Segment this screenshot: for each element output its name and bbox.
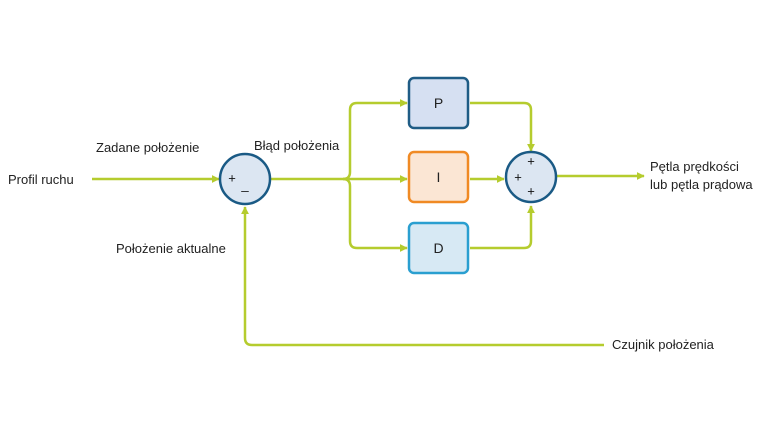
- sensor-label: Czujnik położenia: [612, 337, 715, 352]
- p-block-label: P: [434, 95, 443, 111]
- summer-bottom-plus-sign: +: [527, 184, 535, 199]
- output-label-line-2: lub pętla prądowa: [650, 177, 753, 192]
- i-block-label: I: [437, 169, 441, 185]
- branch-to-p-arrow: [342, 99, 408, 181]
- d-block: D: [407, 221, 470, 275]
- output-label-line-1: Pętla prędkości: [650, 159, 739, 174]
- p-to-summer-arrow: [470, 101, 535, 152]
- i-block: I: [407, 150, 470, 204]
- connectors: [92, 99, 645, 347]
- summer-left-plus-sign: +: [514, 170, 522, 185]
- d-block-label: D: [433, 240, 443, 256]
- d-to-summer-arrow: [470, 205, 535, 250]
- branch-to-d-arrow: [342, 177, 408, 252]
- error-label: Błąd położenia: [254, 138, 340, 153]
- comparator-junction: + _: [218, 152, 272, 206]
- comparator-minus-sign: _: [240, 178, 249, 193]
- setpoint-label: Zadane położenie: [96, 140, 199, 155]
- input-label: Profil ruchu: [8, 172, 74, 187]
- p-block: P: [407, 76, 470, 130]
- summer-top-plus-sign: +: [527, 154, 535, 169]
- feedback-label: Położenie aktualne: [116, 241, 226, 256]
- comparator-plus-sign: +: [228, 171, 236, 186]
- feedback-arrow: [241, 206, 604, 347]
- summing-junction: + + +: [504, 150, 558, 204]
